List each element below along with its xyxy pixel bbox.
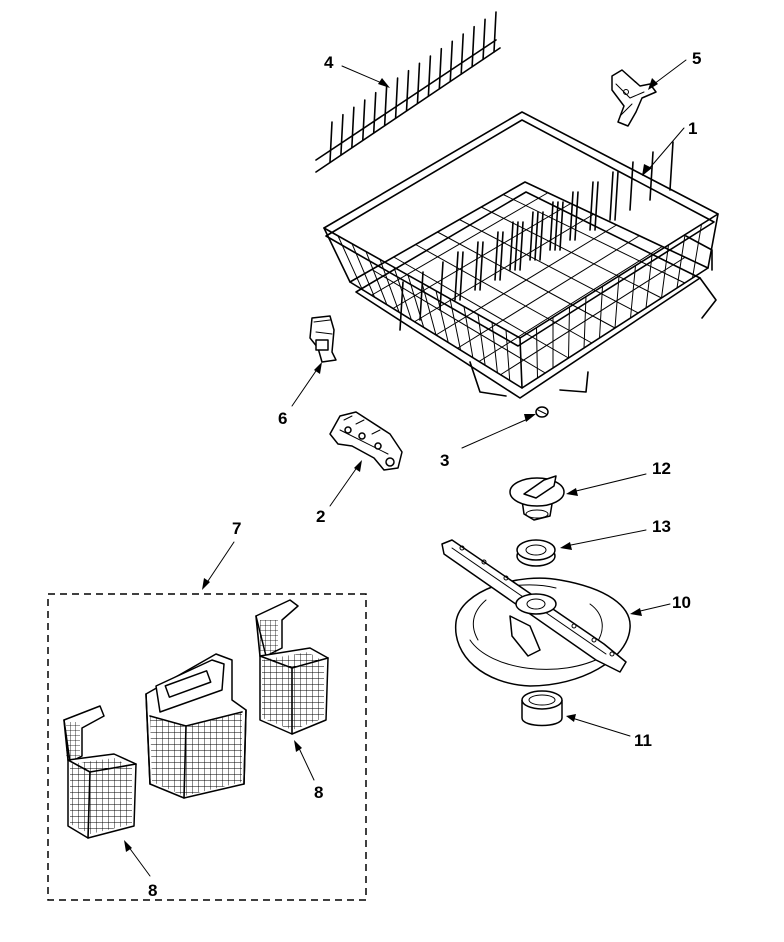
callout-7: 7 bbox=[232, 519, 241, 538]
callout-10: 10 bbox=[672, 593, 691, 612]
callout-5: 5 bbox=[692, 49, 701, 68]
basket-assembly-box bbox=[47, 593, 367, 901]
callout-3: 3 bbox=[440, 451, 449, 470]
bearing-ring-part bbox=[516, 539, 556, 567]
callout-6: 6 bbox=[278, 409, 287, 428]
small-basket-left bbox=[63, 705, 137, 839]
collar-part bbox=[521, 690, 563, 727]
callout-8-basket-left: 8 bbox=[148, 881, 157, 900]
callout-1: 1 bbox=[688, 119, 697, 138]
wheel-carrier-part bbox=[329, 411, 403, 471]
small-basket-right bbox=[255, 599, 329, 735]
screw-part bbox=[535, 406, 549, 418]
large-basket-center bbox=[145, 653, 247, 799]
callout-4: 4 bbox=[324, 53, 334, 72]
hub-nut-part bbox=[509, 475, 565, 521]
callout-11: 11 bbox=[634, 731, 652, 750]
rack-clip-part bbox=[611, 69, 657, 127]
callout-2: 2 bbox=[316, 507, 325, 526]
callout-8-basket-right: 8 bbox=[314, 783, 323, 802]
lower-rack-part bbox=[323, 111, 719, 399]
callout-12: 12 bbox=[652, 459, 671, 478]
rack-stop-part bbox=[309, 315, 337, 363]
callout-13: 13 bbox=[652, 517, 671, 536]
callout-labels: 1 2 3 4 5 6 7 8 8 10 11 12 13 bbox=[148, 49, 701, 900]
tine-row-part bbox=[315, 11, 501, 173]
leader-lines bbox=[124, 59, 687, 877]
spray-arm-part bbox=[441, 539, 631, 687]
